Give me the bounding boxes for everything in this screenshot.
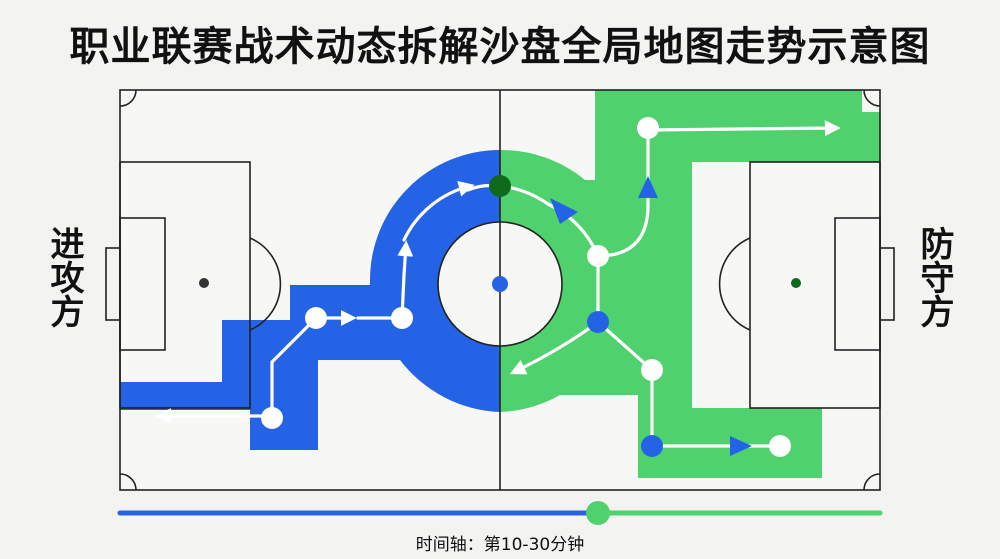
defense-node-2 bbox=[587, 245, 609, 267]
attack-node-1 bbox=[261, 407, 283, 429]
centre-spot bbox=[492, 276, 508, 292]
defense-direction-arrows bbox=[550, 176, 752, 456]
attack-zone bbox=[120, 150, 500, 450]
attack-node-3 bbox=[391, 307, 413, 329]
defense-node-5 bbox=[641, 435, 663, 457]
attack-zone-cutout bbox=[438, 222, 500, 346]
defense-side-label: 防守方 bbox=[914, 226, 954, 328]
left-penalty-spot bbox=[199, 278, 209, 288]
defense-zone-cutout bbox=[500, 222, 562, 346]
defense-node-6 bbox=[769, 435, 791, 457]
defense-node-1 bbox=[637, 117, 659, 139]
defense-zone bbox=[500, 90, 880, 478]
arrowhead-blue-2 bbox=[638, 176, 658, 198]
timeline bbox=[117, 501, 883, 525]
arrowhead-blue-1 bbox=[550, 198, 578, 224]
attack-side-label: 进攻方 bbox=[44, 226, 84, 328]
pitch-markings bbox=[105, 89, 895, 491]
player-nodes bbox=[261, 117, 791, 457]
right-penalty-spot bbox=[791, 278, 801, 288]
timeline-scrubber-handle[interactable] bbox=[586, 501, 610, 525]
defense-node-3 bbox=[587, 311, 609, 333]
attack-paths bbox=[155, 180, 500, 424]
attack-node-2 bbox=[305, 307, 327, 329]
defense-node-4 bbox=[641, 359, 663, 381]
key-node-centre bbox=[489, 175, 511, 197]
arrowhead-blue-3 bbox=[730, 436, 752, 456]
page-title: 职业联赛战术动态拆解沙盘全局地图走势示意图 bbox=[69, 24, 931, 70]
timeline-label: 时间轴：第10-30分钟 bbox=[415, 535, 585, 555]
